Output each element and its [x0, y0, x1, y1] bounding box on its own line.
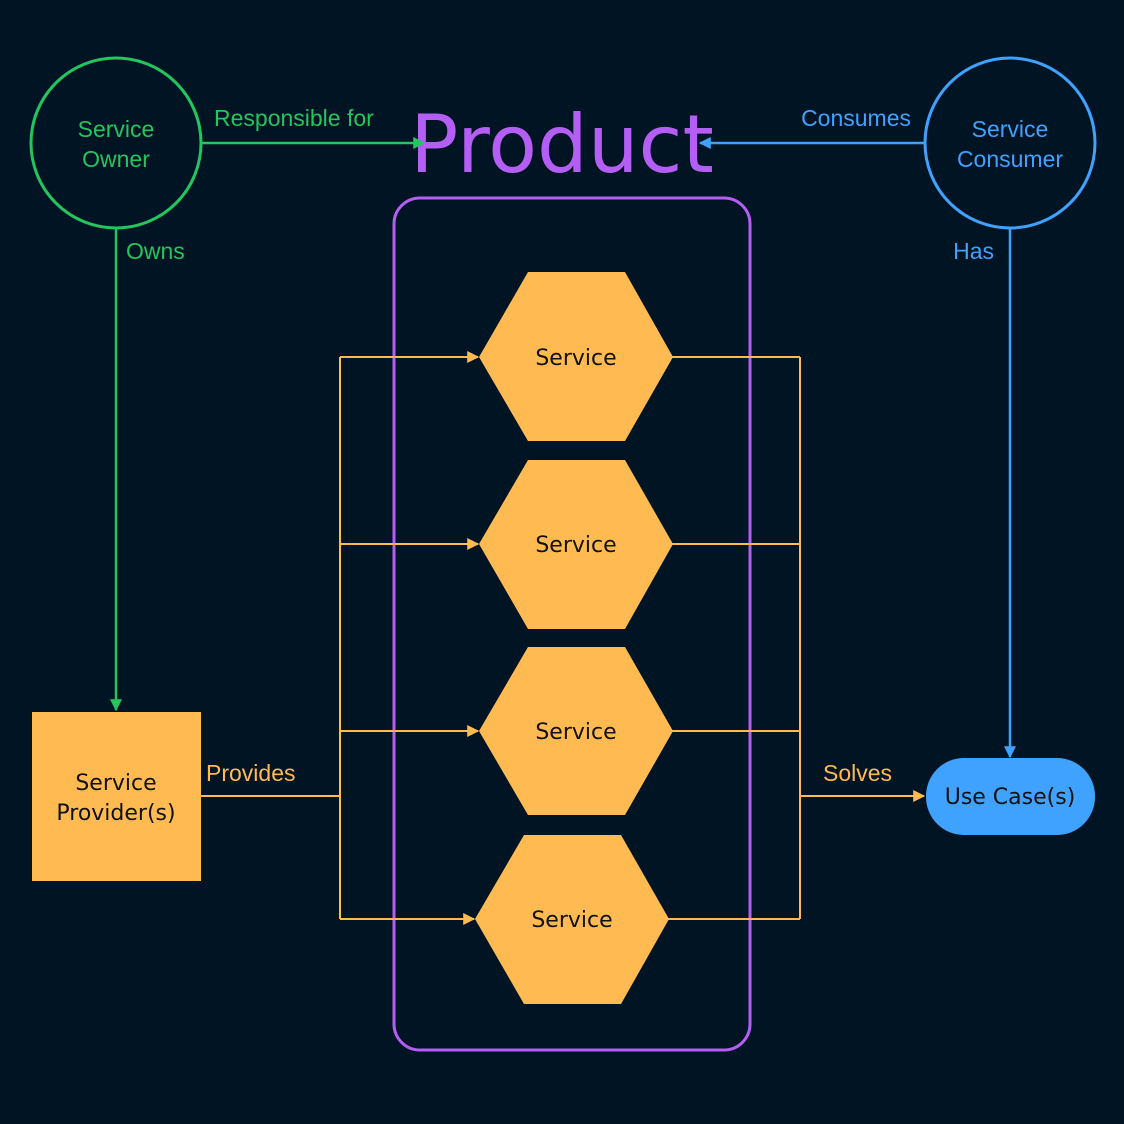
service-consumer-node: Service Consumer [923, 56, 1097, 230]
service-owner-label-line2: Owner [82, 146, 150, 172]
edge-solves [668, 356, 926, 920]
service-label-4: Service [531, 908, 612, 933]
service-owner-label-line1: Service [78, 116, 155, 142]
service-label-2: Service [535, 533, 616, 558]
service-hexagon-3: Service [479, 647, 673, 815]
service-label-1: Service [535, 346, 616, 371]
edge-provides [201, 351, 480, 925]
edge-label-owns: Owns [126, 238, 185, 264]
service-hexagon-1: Service [479, 272, 673, 441]
service-provider-label-line1: Service [75, 771, 156, 796]
service-owner-node: Service Owner [29, 56, 203, 230]
service-hexagon-4: Service [475, 835, 669, 1004]
use-case-node: Use Case(s) [926, 758, 1095, 835]
service-label-3: Service [535, 720, 616, 745]
edge-label-has: Has [953, 238, 994, 264]
service-consumer-label-line2: Consumer [957, 146, 1063, 172]
product-title: Product [410, 98, 714, 191]
product-container [392, 196, 752, 1052]
service-hexagon-2: Service [479, 460, 673, 629]
service-provider-node: Service Provider(s) [32, 712, 201, 881]
use-case-label: Use Case(s) [945, 785, 1076, 810]
edge-label-provides: Provides [206, 760, 295, 786]
service-provider-label-line2: Provider(s) [56, 801, 175, 826]
edge-label-solves: Solves [823, 760, 892, 786]
edge-label-consumes: Consumes [801, 105, 911, 131]
edge-label-responsible-for: Responsible for [214, 105, 374, 131]
service-consumer-label-line1: Service [972, 116, 1049, 142]
